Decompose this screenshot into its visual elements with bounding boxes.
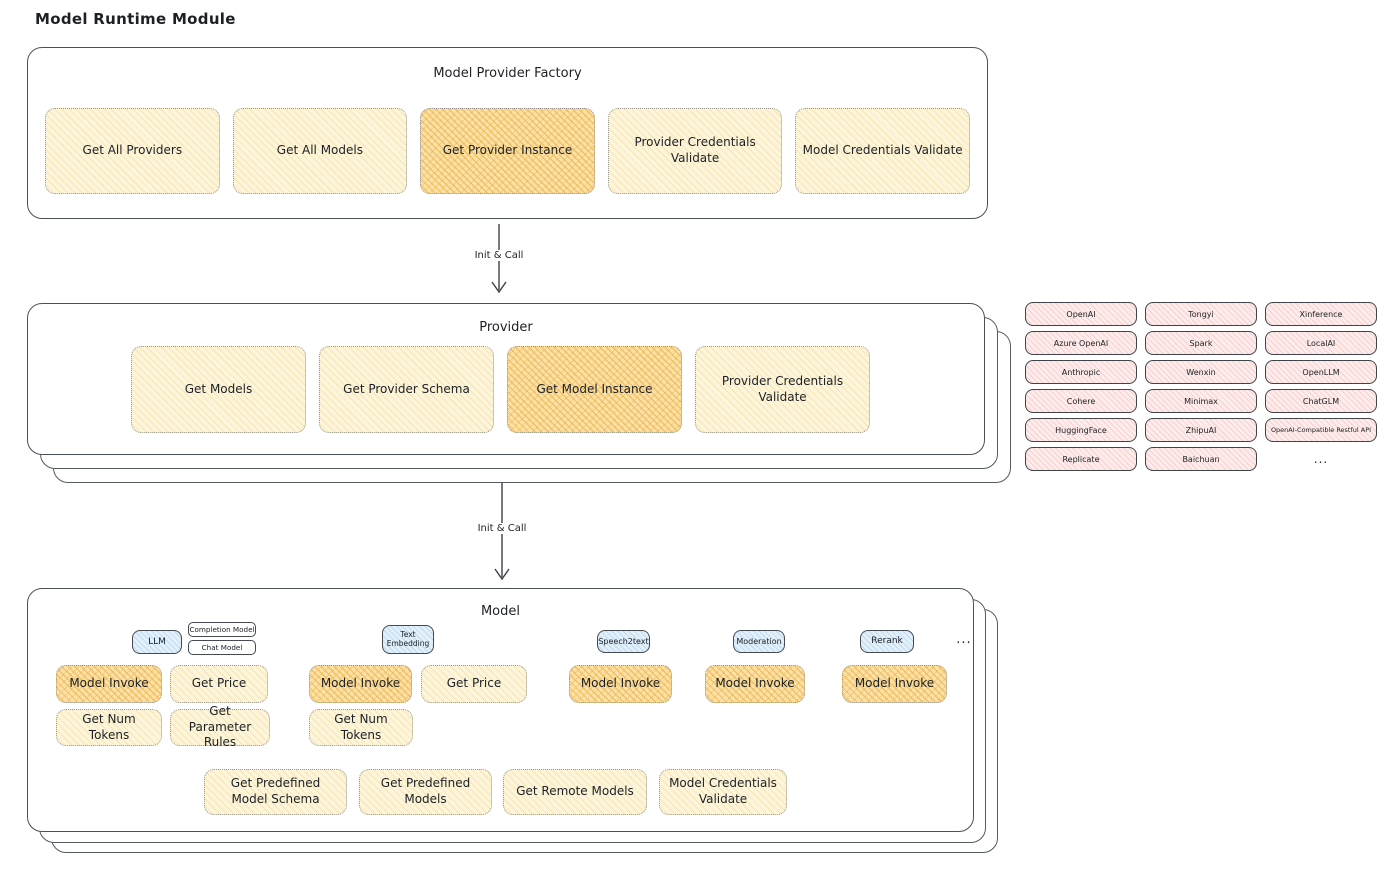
get-parameter-rules-node: Get Parameter Rules (170, 704, 270, 749)
provider-chip-zhipuai: ZhipuAI (1145, 418, 1257, 442)
provider-chip-baichuan: Baichuan (1145, 447, 1257, 471)
init-call-arrow-2: Init & Call (472, 483, 532, 583)
model-invoke-text-embedding-node: Model Invoke (309, 665, 412, 703)
get-all-models-node: Get All Models (232, 108, 408, 194)
init-call-arrow-1: Init & Call (469, 224, 529, 296)
factory-title: Model Provider Factory (433, 66, 582, 81)
model-credentials-validate-model-node: Model Credentials Validate (659, 769, 787, 815)
provider-chip-replicate: Replicate (1025, 447, 1137, 471)
provider-credentials-validate-node: Provider Credentials Validate (695, 346, 870, 433)
get-price-llm-node: Get Price (170, 665, 268, 703)
get-num-tokens-text-embedding-node: Get Num Tokens (309, 709, 413, 746)
model-invoke-llm-node: Model Invoke (56, 665, 162, 703)
provider-chip-wenxin: Wenxin (1145, 360, 1257, 384)
provider-box: Provider Get Models Get Provider Schema … (27, 303, 1011, 483)
provider-chip-azure-openai: Azure OpenAI (1025, 331, 1137, 355)
provider-chip-openai-compatible: OpenAI-Compatible Restful API (1265, 418, 1377, 442)
provider-credentials-validate-node: Provider Credentials Validate (607, 108, 783, 194)
provider-button-row: Get Models Get Provider Schema Get Model… (131, 346, 870, 433)
provider-card: Provider Get Models Get Provider Schema … (27, 303, 985, 455)
model-invoke-moderation-node: Model Invoke (705, 665, 805, 703)
get-predefined-model-schema-node: Get Predefined Model Schema (204, 769, 347, 815)
provider-chip-spark: Spark (1145, 331, 1257, 355)
get-price-text-embedding-node: Get Price (421, 665, 527, 703)
get-predefined-models-node: Get Predefined Models (359, 769, 492, 815)
get-all-providers-node: Get All Providers (45, 108, 220, 194)
provider-chip-cohere: Cohere (1025, 389, 1137, 413)
model-provider-factory-box: Model Provider Factory Get All Providers… (27, 47, 988, 219)
tab-completion-model: Completion Model (188, 622, 256, 637)
get-num-tokens-llm-node: Get Num Tokens (56, 709, 162, 746)
get-model-instance-node: Get Model Instance (507, 346, 682, 433)
provider-chip-openai: OpenAI (1025, 302, 1137, 326)
provider-list-grid: OpenAI Tongyi Xinference Azure OpenAI Sp… (1025, 302, 1377, 471)
get-remote-models-node: Get Remote Models (503, 769, 647, 815)
provider-chip-tongyi: Tongyi (1145, 302, 1257, 326)
model-card: Model LLM Completion Model Chat Model Te… (27, 588, 974, 832)
factory-button-row: Get All Providers Get All Models Get Pro… (45, 108, 970, 194)
tab-moderation: Moderation (733, 630, 785, 653)
tab-text-embedding: Text Embedding (382, 625, 434, 654)
provider-list-ellipsis: ... (1313, 452, 1329, 466)
provider-title: Provider (479, 320, 533, 335)
get-models-node: Get Models (131, 346, 306, 433)
tab-rerank: Rerank (860, 630, 914, 653)
get-provider-schema-node: Get Provider Schema (319, 346, 494, 433)
get-provider-instance-node: Get Provider Instance (420, 108, 595, 194)
init-call-label-2: Init & Call (472, 523, 532, 534)
model-box: Model LLM Completion Model Chat Model Te… (27, 588, 998, 853)
provider-chip-huggingface: HuggingFace (1025, 418, 1137, 442)
model-title: Model (480, 604, 521, 619)
provider-chip-anthropic: Anthropic (1025, 360, 1137, 384)
provider-chip-localai: LocalAI (1265, 331, 1377, 355)
provider-chip-minimax: Minimax (1145, 389, 1257, 413)
tab-llm: LLM (132, 630, 182, 654)
init-call-label-1: Init & Call (469, 250, 529, 261)
model-invoke-speech2text-node: Model Invoke (569, 665, 672, 703)
tab-speech2text: Speech2text (597, 630, 650, 653)
provider-chip-openllm: OpenLLM (1265, 360, 1377, 384)
provider-chip-chatglm: ChatGLM (1265, 389, 1377, 413)
model-credentials-validate-node: Model Credentials Validate (795, 108, 970, 194)
model-invoke-rerank-node: Model Invoke (842, 665, 947, 703)
provider-chip-xinference: Xinference (1265, 302, 1377, 326)
model-tabs-ellipsis: ... (956, 631, 972, 647)
page-title: Model Runtime Module (35, 10, 236, 28)
tab-chat-model: Chat Model (188, 640, 256, 655)
